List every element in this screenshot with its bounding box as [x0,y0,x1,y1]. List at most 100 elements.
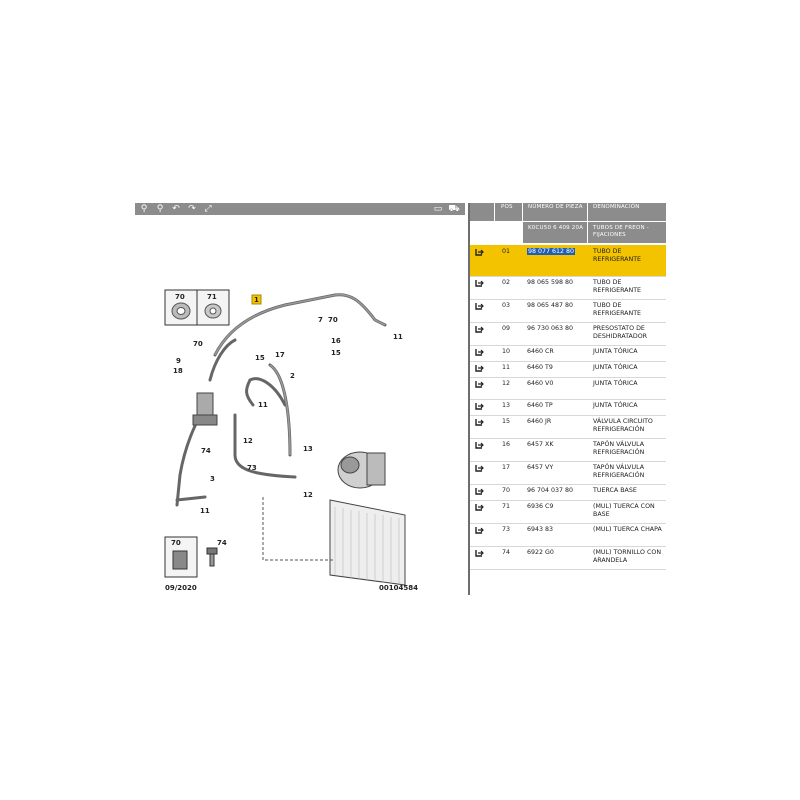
callout-74[interactable]: 74 [201,447,211,455]
compressor[interactable] [337,451,386,489]
cart-arrow-icon[interactable] [475,279,485,288]
undo-icon[interactable]: ↶ [172,204,180,214]
cell-pos: 15 [502,418,511,425]
cart-arrow-icon[interactable] [475,487,485,496]
condenser[interactable] [329,499,406,586]
cart-arrow-icon[interactable] [475,549,485,558]
cell-designation: TUBO DE REFRIGERANTE [593,248,642,263]
cart-arrow-icon[interactable] [475,325,485,334]
cart-arrow-icon[interactable] [475,464,485,473]
cart-arrow-icon[interactable] [475,503,485,512]
callout-11b[interactable]: 11 [200,507,210,515]
cart-arrow-icon[interactable] [475,348,485,357]
cell-pos: 71 [502,503,511,510]
cell-part-number[interactable]: 6457 VY [527,464,554,471]
exploded-view-diagram: 70 7 1 [164,289,418,592]
cell-part-number[interactable]: 6457 XK [527,441,554,448]
redo-icon[interactable]: ↷ [188,204,196,214]
cell-designation: TAPÓN VÁLVULA REFRIGERACIÓN [593,441,645,456]
callout-10[interactable]: 11 [258,401,268,409]
callout-13[interactable]: 13 [303,445,313,453]
callout-9[interactable]: 9 [176,357,181,365]
cell-part-number[interactable]: 98 077 612 80 [527,248,576,256]
cart-arrow-icon[interactable] [475,302,485,311]
cell-designation: (MUL) TUERCA CHAPA [593,526,662,533]
callout-18[interactable]: 18 [173,367,183,375]
cell-part-number[interactable]: 96 730 063 80 [527,325,574,332]
callout-3[interactable]: 3 [210,475,215,483]
callout-16[interactable]: 16 [331,337,341,345]
cart-arrow-icon[interactable] [475,364,485,373]
cell-part-number[interactable]: 6460 T9 [527,364,553,371]
callout-70-box: 70 [175,293,185,301]
panel-divider[interactable] [468,203,470,595]
cell-part-number[interactable]: 96 704 037 80 [527,487,574,494]
cell-designation: JUNTA TÓRICA [593,348,638,355]
header-part-number: NÚMERO DE PIEZA [523,203,587,221]
callout-12b[interactable]: 12 [303,491,313,499]
cell-part-number[interactable]: 6460 CR [527,348,554,355]
diagram-reference: 00104584 [379,584,418,592]
cell-part-number[interactable]: 6460 V0 [527,380,554,387]
table-row[interactable]: 01 98 077 612 80 TUBO DE REFRIGERANTE [470,245,666,277]
dehydrator-assembly[interactable] [192,392,218,426]
diagram-toolbar: ⚲ ⚲ ↶ ↷ ⤢ ▭ ⛟ [135,203,465,215]
cell-part-number[interactable]: 98 065 598 80 [527,279,574,286]
cart-arrow-icon[interactable] [475,380,485,389]
screw-74[interactable] [206,547,218,567]
zoom-in-icon[interactable]: ⚲ [140,204,148,214]
callout-1[interactable]: 1 [254,296,259,304]
table-row[interactable]: 71 6936 C9 (MUL) TUERCA CON BASE [470,500,666,524]
cell-designation: (MUL) TUERCA CON BASE [593,503,655,518]
callout-70[interactable]: 70 [193,340,203,348]
header-pos: POS [495,203,522,221]
detail-box-70[interactable] [164,289,198,326]
detail-box-74[interactable] [164,536,198,578]
zoom-fit-icon[interactable]: ⤢ [204,204,212,214]
callout-11a[interactable]: 11 [393,333,403,341]
print-icon[interactable]: ▭ [433,204,443,214]
selected-part-number[interactable]: 98 077 612 80 [527,248,576,255]
cart-arrow-icon[interactable] [475,402,485,411]
callout-17[interactable]: 17 [275,351,285,359]
callout-15b[interactable]: 15 [331,349,341,357]
cart-arrow-icon[interactable] [475,418,485,427]
callout-7[interactable]: 7 [318,316,323,324]
cell-pos: 01 [502,248,511,255]
callout-15a[interactable]: 15 [255,354,265,362]
dashed-connection [262,497,335,561]
cell-pos: 70 [502,487,511,494]
callout-73[interactable]: 73 [247,464,257,472]
car-icon[interactable]: ⛟ [448,204,460,214]
cell-part-number[interactable]: 6460 TP [527,402,553,409]
zoom-out-icon[interactable]: ⚲ [156,204,164,214]
cell-part-number[interactable]: 6936 C9 [527,503,554,510]
cart-arrow-icon[interactable] [475,526,485,535]
table-row[interactable]: 70 96 704 037 80 TUERCA BASE [470,484,666,501]
callout-1-highlight [251,294,262,305]
detail-box-71[interactable] [196,289,230,326]
cell-part-number[interactable]: 6460 JR [527,418,552,425]
cell-part-number[interactable]: 6943 83 [527,526,554,533]
cart-arrow-icon[interactable] [475,248,485,257]
cell-part-number[interactable]: 6922 G0 [527,549,554,556]
cart-arrow-icon[interactable] [475,441,485,450]
callout-12a[interactable]: 12 [243,437,253,445]
cell-part-number[interactable]: 98 065 487 80 [527,302,574,309]
callout-0[interactable]: 70 [328,316,338,324]
callout-2[interactable]: 2 [290,372,295,380]
cell-designation: TUERCA BASE [593,487,637,494]
callout-74-detail: 74 [217,539,227,547]
